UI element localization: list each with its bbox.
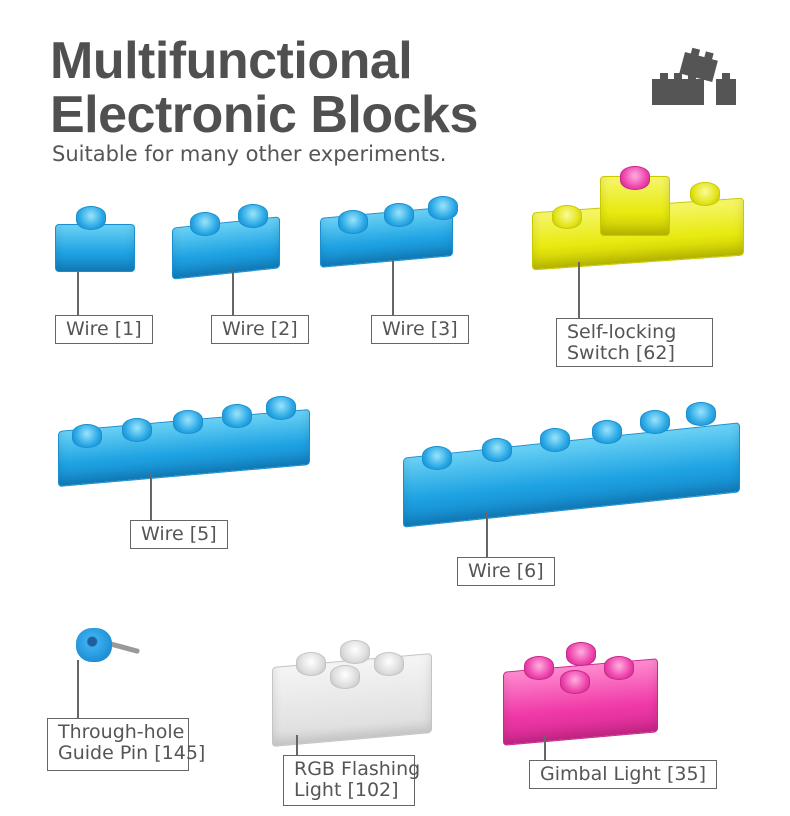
wire-6-label: Wire [6] [457, 557, 555, 586]
page-title: Multifunctional Electronic Blocks [50, 34, 478, 142]
subtitle: Suitable for many other experiments. [52, 142, 447, 166]
building-blocks-icon [652, 47, 736, 105]
title-line-2: Electronic Blocks [50, 86, 478, 144]
label-line: Switch [62] [567, 342, 675, 364]
wire-3-label: Wire [3] [371, 315, 469, 344]
gimbal-light-label: Gimbal Light [35] [529, 760, 717, 789]
rgb-flashing-light-label: RGB Flashing Light [102] [283, 755, 421, 806]
title-line-1: Multifunctional [50, 32, 413, 90]
label-line: Through-hole [58, 721, 185, 743]
self-locking-switch-label: Self-locking Switch [62] [556, 318, 713, 367]
wire-2-label: Wire [2] [211, 315, 309, 344]
wire-5-label: Wire [5] [130, 520, 228, 549]
label-line: Guide Pin [145] [58, 742, 206, 764]
label-line: Light [102] [294, 779, 399, 801]
label-line: RGB Flashing [294, 758, 421, 780]
wire-1-label: Wire [1] [55, 315, 153, 344]
label-line: Self-locking [567, 321, 677, 343]
guide-pin-label: Through-hole Guide Pin [145] [47, 718, 206, 771]
